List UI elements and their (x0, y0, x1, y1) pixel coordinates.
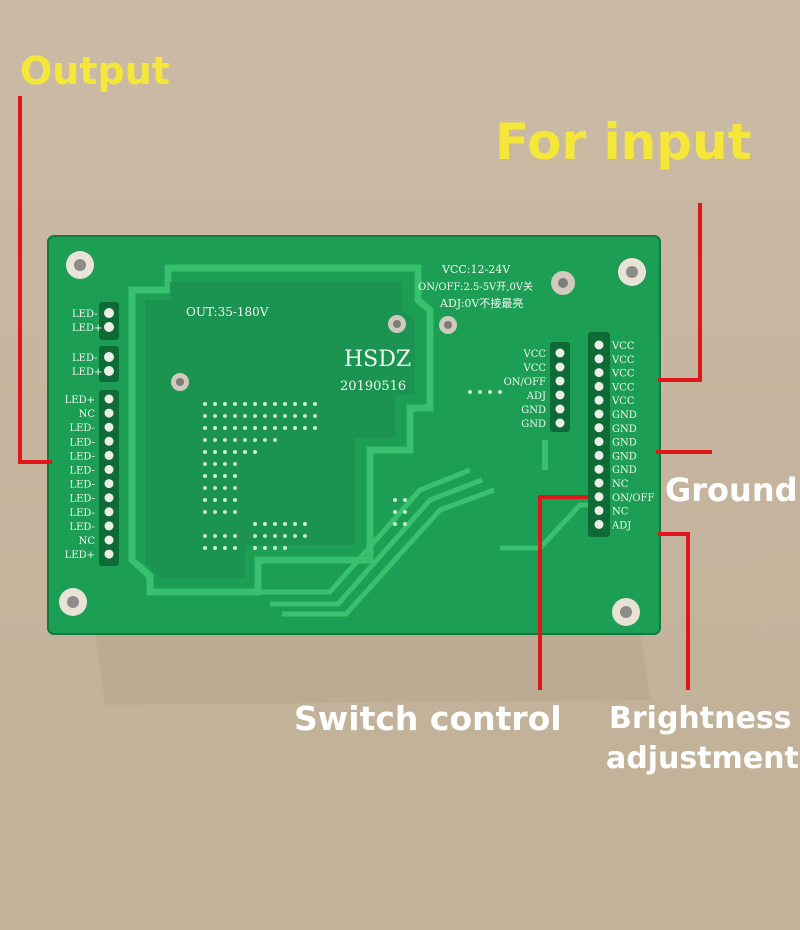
main-conn-pin-pad-11 (594, 478, 604, 488)
led-main-pin-pad-9 (104, 507, 114, 517)
main-conn-pin-pad-12 (594, 492, 604, 502)
led-main-pins: LED+ NC LED- LED- LED- LED- LED- LED- LED- LED- NC… (65, 394, 114, 561)
main-conn-pin-pad-2 (594, 354, 604, 364)
small-conn-pin-label-1: VCC (522, 349, 546, 360)
led-main-pin-pad-10 (104, 521, 114, 531)
for-input-callout: For input (495, 113, 752, 171)
led-main-pin-pad-2 (104, 408, 114, 418)
led-mid-pin-2: LED+ (72, 367, 102, 378)
switch-control-callout: Switch control (294, 699, 562, 738)
main-conn-pin-pad-6 (594, 409, 604, 419)
main-conn-pin-pad-4 (594, 381, 604, 391)
main-conn-pin-label-12: ON/OFF (612, 493, 654, 504)
small-conn-pin-pad-3 (555, 376, 565, 386)
leader-output (18, 96, 52, 464)
mounting-holes (59, 251, 646, 626)
brightness-callout-line1: Brightness (609, 701, 792, 736)
small-conn-pin-pad-5 (555, 404, 565, 414)
led-mid-pin-1: LED- (72, 353, 98, 364)
main-conn-pin-label-6: GND (612, 410, 637, 421)
main-conn-pin-label-10: GND (612, 465, 637, 476)
led-main-pin-label-8: LED- (69, 494, 95, 505)
led-top-pin-2: LED+ (72, 323, 102, 334)
small-conn-pin-pad-1 (555, 348, 565, 358)
leader-brightness (658, 532, 690, 690)
leader-lines (18, 96, 712, 690)
board-input-spec-adj: ADJ:0V不接最亮 (439, 296, 523, 310)
led-main-pin-label-4: LED- (69, 437, 95, 448)
pcb-board: HSDZ 20190516 OUT:35-180V VCC:12-24V ON/… (47, 235, 661, 635)
led-main-pin-pad-6 (104, 465, 114, 474)
main-input-connector: VCC VCC VCC VCC VCC GND GND GND GND GND NC ON/OFF NC… (588, 332, 654, 537)
led-main-pin-pad-11 (104, 535, 114, 545)
led-main-pin-label-6: LED- (69, 466, 95, 477)
main-conn-pin-label-14: ADJ (611, 520, 631, 531)
led-connector-main: LED+ NC LED- LED- LED- LED- LED- LED- LED- LED- NC… (65, 390, 119, 566)
main-conn-pin-pad-5 (594, 395, 604, 405)
small-conn-pin-pad-6 (555, 418, 565, 428)
small-conn-pin-label-2: VCC (522, 363, 546, 374)
main-conn-pin-pad-7 (594, 423, 604, 433)
main-conn-pin-label-1: VCC (611, 341, 635, 352)
main-conn-pin-pad-1 (594, 340, 604, 350)
led-main-pin-label-7: LED- (69, 480, 95, 491)
led-main-pin-label-9: LED- (69, 508, 95, 519)
ground-callout: Ground (665, 471, 798, 509)
small-conn-pin-label-4: ADJ (526, 391, 546, 402)
small-conn-pin-pad-2 (555, 362, 565, 372)
led-main-pin-label-12: LED+ (65, 550, 95, 561)
led-main-pin-pad-5 (104, 450, 114, 460)
led-main-pin-label-1: LED+ (65, 395, 95, 406)
main-conn-pin-label-3: VCC (611, 369, 635, 380)
brightness-callout-line2: adjustment (606, 741, 799, 776)
led-main-pin-label-5: LED- (69, 451, 95, 462)
led-main-pin-pad-8 (104, 493, 114, 503)
board-input-spec-vcc: VCC:12-24V (441, 263, 511, 276)
board-input-spec-onoff: ON/OFF:2.5-5V开,0V关 (418, 280, 533, 293)
output-callout: Output (20, 49, 170, 93)
small-connector-pins: VCC VCC ON/OFF ADJ GND GND (504, 348, 565, 430)
main-conn-pin-label-4: VCC (611, 382, 635, 393)
led-main-pin-pad-12 (104, 549, 114, 559)
main-conn-pin-pad-8 (594, 437, 604, 447)
led-main-pin-pad-7 (104, 479, 114, 489)
via-grid (203, 390, 502, 550)
leader-input (658, 203, 702, 382)
led-main-pin-label-2: NC (79, 409, 96, 420)
led-main-pin-pad-4 (104, 436, 114, 446)
main-conn-pin-label-8: GND (612, 438, 637, 449)
small-conn-pin-label-5: GND (521, 405, 546, 416)
main-conn-pin-pad-3 (594, 368, 604, 378)
led-top-pin-1: LED- (72, 309, 98, 320)
main-conn-pin-label-11: NC (612, 479, 629, 490)
small-conn-pin-label-3: ON/OFF (504, 377, 546, 388)
board-model: HSDZ (344, 347, 411, 372)
led-connector-top: LED- LED+ (72, 302, 119, 340)
main-conn-pin-label-9: GND (612, 451, 637, 462)
main-conn-pin-pad-14 (594, 519, 604, 529)
leader-switch (538, 495, 588, 690)
led-main-pin-label-3: LED- (69, 423, 95, 434)
board-output-spec: OUT:35-180V (186, 305, 269, 319)
main-conn-pin-label-7: GND (612, 424, 637, 435)
board-date-code: 20190516 (340, 379, 406, 394)
main-conn-pin-label-2: VCC (611, 355, 635, 366)
led-main-pin-pad-3 (104, 422, 114, 432)
small-conn-pin-pad-4 (555, 390, 565, 400)
main-conn-pin-label-13: NC (612, 507, 629, 518)
led-main-pin-label-11: NC (79, 536, 96, 547)
led-connector-mid: LED- LED+ (72, 346, 119, 382)
main-conn-pin-pad-13 (594, 506, 604, 516)
small-conn-pin-label-6: GND (521, 419, 546, 430)
main-conn-pin-pad-10 (594, 464, 604, 474)
small-input-connector: VCC VCC ON/OFF ADJ GND GND (504, 342, 570, 432)
led-main-pin-pad-1 (104, 394, 114, 404)
main-connector-pins: VCC VCC VCC VCC VCC GND GND GND GND GND NC ON/OFF NC… (594, 340, 654, 531)
main-conn-pin-label-5: VCC (611, 396, 635, 407)
main-conn-pin-pad-9 (594, 450, 604, 460)
led-main-pin-label-10: LED- (69, 522, 95, 533)
background-shadows (0, 630, 800, 930)
